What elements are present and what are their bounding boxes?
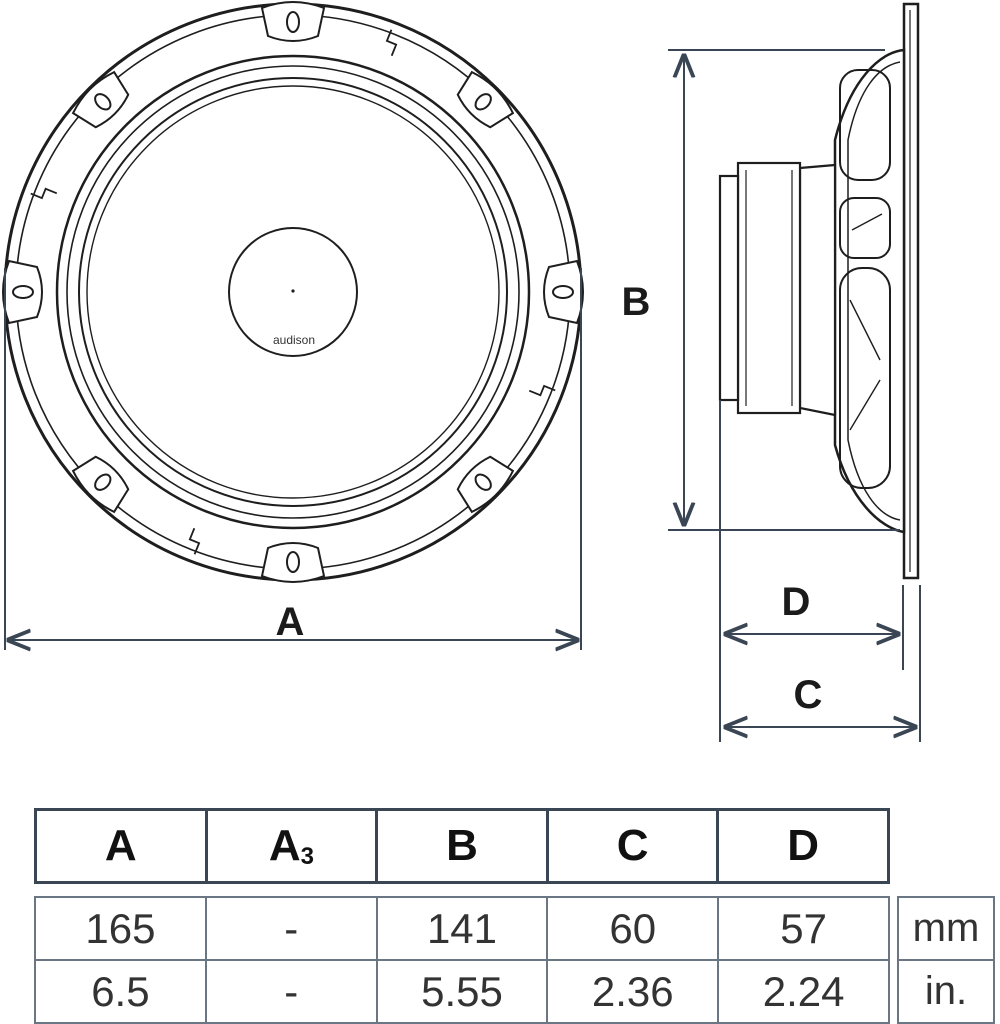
magnet xyxy=(736,161,802,415)
dimension-c-label: C xyxy=(794,673,823,717)
basket-profile xyxy=(833,48,906,534)
speaker-front-view xyxy=(2,1,584,583)
header-cell-d: D xyxy=(716,808,890,884)
table-row-mm: 165 - 141 60 57 xyxy=(34,896,890,961)
value-cell: 5.55 xyxy=(375,959,549,1024)
header-cell-a: A xyxy=(34,808,208,884)
dimension-header-table: A A3 B C D xyxy=(34,808,890,884)
unit-row-in: in. xyxy=(897,959,995,1024)
value-cell: 165 xyxy=(34,896,207,961)
header-main: D xyxy=(787,821,820,870)
mounting-tabs xyxy=(2,1,584,583)
dimension-b-label: B xyxy=(622,280,651,324)
dimension-d-label: D xyxy=(782,580,811,624)
table-row-in: 6.5 - 5.55 2.36 2.24 xyxy=(34,959,890,1024)
header-cell-c: C xyxy=(545,808,720,884)
brand-logo-text: audison xyxy=(273,333,315,347)
unit-cell: mm xyxy=(897,896,995,961)
dimension-a-label: A xyxy=(276,600,305,644)
back-plate xyxy=(718,174,740,402)
header-row: A A3 B C D xyxy=(34,808,890,884)
surround-outer xyxy=(55,54,531,530)
header-main: A xyxy=(104,821,137,870)
value-cell: 2.24 xyxy=(717,959,890,1024)
header-main: A xyxy=(268,821,301,870)
dimension-a-lines xyxy=(4,268,582,650)
header-main: C xyxy=(616,821,649,870)
mounting-flange xyxy=(902,2,920,580)
bayonet-notches xyxy=(30,29,556,555)
header-main: B xyxy=(446,821,478,870)
center-dot xyxy=(291,289,295,293)
speaker-dimension-drawing: audison A B D C xyxy=(2,1,921,742)
value-cell: 6.5 xyxy=(34,959,207,1024)
dimension-values-table: 165 - 141 60 57 6.5 - 5.55 2.36 2.24 xyxy=(34,896,890,1024)
header-subscript: 3 xyxy=(300,843,314,870)
basket-window-bottom xyxy=(839,267,891,489)
basket-window-top xyxy=(839,69,891,181)
cone-edge xyxy=(78,77,508,507)
value-cell: 2.36 xyxy=(546,959,720,1024)
dimension-b-lines xyxy=(668,49,900,531)
value-cell: - xyxy=(204,959,378,1024)
cone-inner xyxy=(86,85,500,499)
dimension-cd-lines xyxy=(719,400,921,742)
speaker-side-view xyxy=(718,2,920,580)
motor-plate xyxy=(798,163,837,417)
unit-row-mm: mm xyxy=(897,896,995,961)
header-cell-a3: A3 xyxy=(204,808,379,884)
header-cell-b: B xyxy=(375,808,549,884)
unit-cell: in. xyxy=(897,959,995,1024)
value-cell: 60 xyxy=(546,896,720,961)
basket-window-mid xyxy=(839,197,891,259)
value-cell: 57 xyxy=(717,896,890,961)
dust-cap xyxy=(228,227,358,357)
surround-mid xyxy=(66,65,520,519)
value-cell: 141 xyxy=(375,896,549,961)
value-cell: - xyxy=(204,896,378,961)
units-table: mm in. xyxy=(897,896,995,1024)
